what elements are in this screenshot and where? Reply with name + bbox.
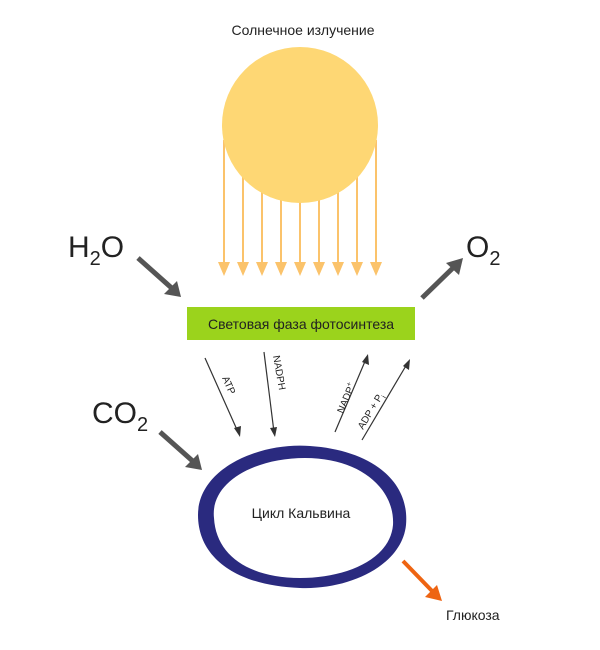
sun-ray-arrowhead bbox=[294, 262, 306, 276]
sun-icon bbox=[222, 47, 378, 203]
water-input-arrow bbox=[136, 256, 177, 293]
oxygen-output-arrow bbox=[420, 263, 458, 300]
solar-radiation-title: Солнечное излучение bbox=[232, 22, 375, 38]
carbon-dioxide-arrowhead bbox=[185, 454, 202, 470]
sun-ray-arrowhead bbox=[351, 262, 363, 276]
atp-arrowhead bbox=[234, 426, 241, 437]
atp-arrow bbox=[204, 357, 239, 433]
glucose-label: Глюкоза bbox=[446, 607, 500, 623]
water-label: H2O bbox=[68, 231, 124, 270]
light-phase-bar bbox=[187, 307, 415, 340]
calvin-cycle-label: Цикл Кальвина bbox=[252, 505, 351, 521]
adp-arrowhead bbox=[403, 359, 410, 370]
nadph-arrow bbox=[263, 351, 275, 433]
sun-ray-arrowhead bbox=[332, 262, 344, 276]
nadp-arrow bbox=[334, 358, 367, 433]
sun-ray-arrowhead bbox=[370, 262, 382, 276]
nadph-label: NADPH bbox=[270, 355, 287, 391]
light-phase-label: Световая фаза фотосинтеза bbox=[208, 316, 394, 332]
adp-label: ADP + Pi bbox=[356, 391, 388, 432]
oxygen-arrowhead bbox=[446, 258, 463, 275]
nadph-arrowhead bbox=[270, 427, 277, 437]
atp-label: ATP bbox=[219, 375, 237, 397]
sun-ray-arrowhead bbox=[256, 262, 268, 276]
sun-ray-arrowhead bbox=[218, 262, 230, 276]
sun-ray-arrowhead bbox=[313, 262, 325, 276]
carbon-dioxide-input-arrow bbox=[158, 430, 198, 466]
adp-arrow bbox=[361, 363, 408, 441]
carbon-dioxide-label: CO2 bbox=[92, 397, 148, 436]
water-arrowhead bbox=[164, 281, 181, 297]
glucose-arrowhead bbox=[425, 585, 442, 601]
oxygen-label: O2 bbox=[466, 231, 500, 270]
sun-ray-arrowhead bbox=[237, 262, 249, 276]
sun-ray-arrowhead bbox=[275, 262, 287, 276]
glucose-output-arrow bbox=[401, 559, 436, 595]
nadp-arrowhead bbox=[362, 354, 369, 365]
